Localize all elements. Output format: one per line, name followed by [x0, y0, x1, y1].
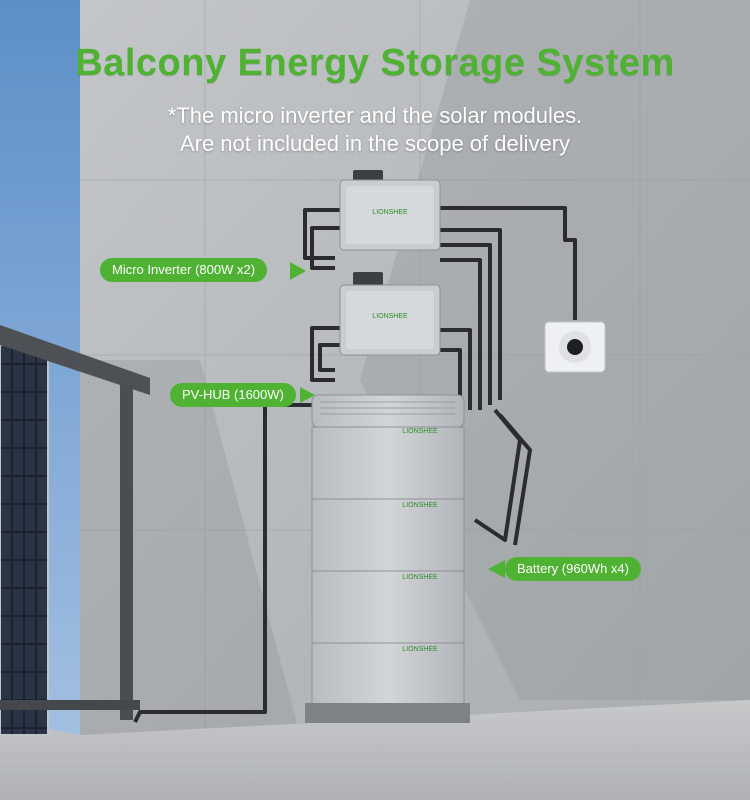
- note-line-1: *The micro inverter and the solar module…: [167, 103, 583, 128]
- svg-text:LIONSHEE: LIONSHEE: [372, 313, 408, 320]
- pv-hub-label: PV-HUB (1600W): [170, 383, 296, 407]
- delivery-note: *The micro inverter and the solar module…: [0, 102, 750, 158]
- battery-label: Battery (960Wh x4): [505, 557, 641, 581]
- battery-stack: LIONSHEE LIONSHEE LIONSHEE LIONSHEE: [305, 394, 470, 723]
- note-line-2: Are not included in the scope of deliver…: [179, 131, 571, 156]
- micro-inverter-label: Micro Inverter (800W x2): [100, 258, 268, 282]
- svg-text:LIONSHEE: LIONSHEE: [402, 646, 438, 653]
- svg-text:LIONSHEE: LIONSHEE: [402, 574, 438, 581]
- svg-text:LIONSHEE: LIONSHEE: [372, 209, 408, 216]
- svg-text:LIONSHEE: LIONSHEE: [402, 428, 438, 435]
- headline: Balcony Energy Storage System: [75, 42, 675, 84]
- svg-text:LIONSHEE: LIONSHEE: [402, 502, 438, 509]
